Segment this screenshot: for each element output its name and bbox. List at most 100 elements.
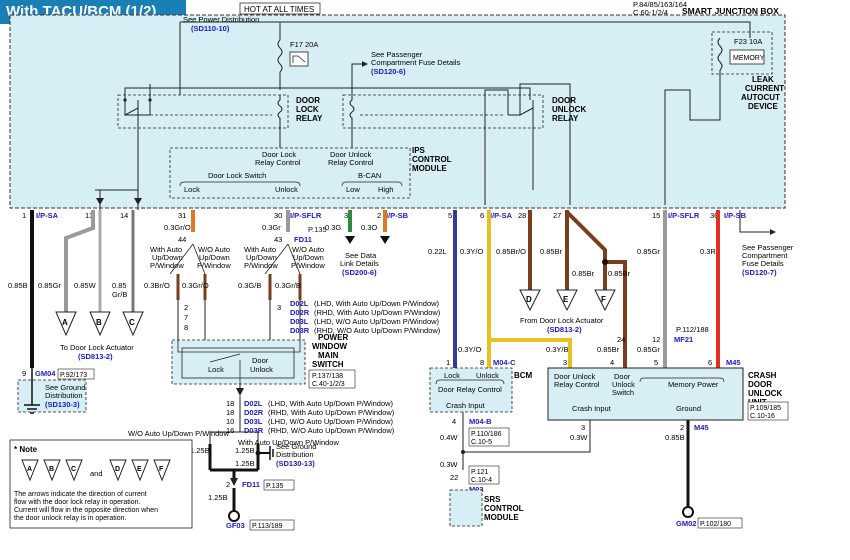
svg-text:Gr/B: Gr/B bbox=[112, 290, 127, 299]
svg-text:(RHD, W/O Auto Up/Down P/Windo: (RHD, W/O Auto Up/Down P/Window) bbox=[314, 326, 441, 335]
dur-3: RELAY bbox=[552, 114, 579, 123]
door-lock-relay bbox=[117, 94, 289, 129]
w-085gr3: 0.85Gr bbox=[637, 345, 660, 354]
see-ground-ref: (SD130-3) bbox=[45, 400, 80, 409]
power-window-main-switch bbox=[171, 339, 306, 385]
svg-text:C: C bbox=[71, 466, 76, 473]
svg-text:(LHD, With Auto Up/Down P/Wind: (LHD, With Auto Up/Down P/Window) bbox=[268, 399, 394, 408]
sjb-label: SMART JUNCTION BOX bbox=[682, 6, 779, 16]
gm02: GM02 bbox=[676, 519, 696, 528]
svg-text:and: and bbox=[90, 469, 103, 478]
svg-text:0.3Gr: 0.3Gr bbox=[262, 223, 281, 232]
svg-text:18: 18 bbox=[226, 399, 234, 408]
svg-text:(LHD, W/O Auto Up/Down P/Windo: (LHD, W/O Auto Up/Down P/Window) bbox=[314, 317, 440, 326]
svg-text:1: 1 bbox=[22, 211, 26, 220]
cd-p5: 5 bbox=[654, 358, 658, 367]
srs-module bbox=[449, 489, 483, 527]
with-auto-label: With Auto Up/Down P/Window bbox=[238, 438, 339, 447]
see-pass-ref: (SD120-6) bbox=[371, 67, 406, 76]
svg-text:P/Window: P/Window bbox=[244, 261, 278, 270]
pin-nums-lower: 18 18 10 16 bbox=[226, 399, 234, 435]
see-power-ref: (SD110-10) bbox=[191, 24, 230, 33]
svg-text:(RHD, With Auto Up/Down P/Wind: (RHD, With Auto Up/Down P/Window) bbox=[314, 308, 441, 317]
see-power: See Power Distribution bbox=[183, 15, 259, 24]
svg-text:W/O Auto: W/O Auto bbox=[292, 245, 324, 254]
dur-switch bbox=[507, 100, 534, 120]
svg-text:D: D bbox=[115, 466, 120, 473]
bcm-p8: 8 bbox=[480, 358, 484, 367]
sjb-ref1: P.84/85/163/164 bbox=[633, 0, 687, 9]
gm04: GM04 bbox=[35, 369, 56, 378]
svg-text:F: F bbox=[159, 466, 164, 473]
pass-fuse-arrow-line bbox=[351, 63, 362, 95]
svg-text:43: 43 bbox=[274, 235, 282, 244]
cd-3b: 3 bbox=[581, 423, 585, 432]
svg-text:Up/Down: Up/Down bbox=[246, 253, 277, 262]
cd-1: Door Unlock bbox=[554, 372, 596, 381]
svg-text:D03R: D03R bbox=[290, 326, 310, 335]
pin-nums-mid: 2 7 8 3 bbox=[184, 303, 281, 332]
window-icon bbox=[292, 55, 306, 63]
svg-text:(SD200-6): (SD200-6) bbox=[342, 268, 377, 277]
note-2: flow with the door lock relay in operati… bbox=[14, 499, 141, 506]
w-03gb: 0.3G/B bbox=[238, 281, 261, 290]
dlr-switch bbox=[124, 100, 151, 120]
svg-text:W/O Auto: W/O Auto bbox=[198, 245, 230, 254]
svg-text:P.135: P.135 bbox=[308, 225, 327, 234]
pwm-unlock: Unlock bbox=[250, 365, 273, 374]
hot-label-box bbox=[239, 2, 321, 15]
wire-brown-3 bbox=[565, 210, 607, 290]
pin-row: 1 I/P-SA 13 14 31 30 I/P-SFLR 3 2 I/P-SB… bbox=[22, 211, 747, 220]
svg-text:2: 2 bbox=[377, 211, 381, 220]
dlr-1: DOOR bbox=[296, 96, 320, 105]
svg-text:A: A bbox=[62, 318, 68, 327]
svg-text:Up/Down: Up/Down bbox=[152, 253, 183, 262]
svg-text:0.3Gr/O: 0.3Gr/O bbox=[164, 223, 191, 232]
w085b2: 0.85B bbox=[665, 433, 685, 442]
memory-label: MEMORY bbox=[733, 55, 765, 62]
srs-2: CONTROL bbox=[484, 504, 524, 513]
note-3: Current will flow in the opposite direct… bbox=[14, 507, 158, 514]
svg-text:(LHD, W/O Auto Up/Down P/Windo: (LHD, W/O Auto Up/Down P/Window) bbox=[268, 417, 394, 426]
svg-text:27: 27 bbox=[553, 211, 561, 220]
see-pass-ref2: (SD120-7) bbox=[742, 268, 777, 277]
svg-text:D02L: D02L bbox=[244, 399, 263, 408]
svg-text:D03R: D03R bbox=[244, 426, 264, 435]
ips-2: CONTROL bbox=[412, 155, 452, 164]
svg-text:0.85B: 0.85B bbox=[8, 281, 28, 290]
gf03: GF03 bbox=[226, 521, 245, 530]
hot-label: HOT AT ALL TIMES bbox=[244, 5, 314, 14]
w-03gbl: 0.3Gr/B bbox=[275, 281, 301, 290]
see-ground: See Ground bbox=[45, 383, 85, 392]
svg-text:D03L: D03L bbox=[244, 417, 263, 426]
svg-text:FD11: FD11 bbox=[294, 235, 312, 244]
svg-text:0.85Br: 0.85Br bbox=[572, 269, 595, 278]
dur-1: DOOR bbox=[552, 96, 576, 105]
svg-text:(RHD, W/O Auto Up/Down P/Windo: (RHD, W/O Auto Up/Down P/Window) bbox=[268, 426, 395, 435]
svg-text:0.85: 0.85 bbox=[112, 281, 127, 290]
fuse-f23 bbox=[717, 37, 723, 71]
m45b: M45 bbox=[694, 423, 709, 432]
dlr-2: LOCK bbox=[296, 105, 319, 114]
svg-text:I/P-SB: I/P-SB bbox=[386, 211, 409, 220]
dls-unlock: Unlock bbox=[275, 185, 298, 194]
svg-text:I/P-SB: I/P-SB bbox=[724, 211, 747, 220]
connector-labels-top: D02L (LHD, With Auto Up/Down P/Window) D… bbox=[290, 299, 441, 335]
see-pass3: See Passenger bbox=[742, 243, 794, 252]
memory-box bbox=[711, 31, 773, 75]
bcm-unlock: Unlock bbox=[476, 371, 499, 380]
bcan-label: B-CAN bbox=[358, 171, 381, 180]
from-dla-ref: (SD813-2) bbox=[547, 325, 582, 334]
cd-2b: 2 bbox=[680, 423, 684, 432]
pwm-2: WINDOW bbox=[312, 342, 348, 351]
svg-text:0.3O: 0.3O bbox=[361, 223, 377, 232]
m03: M03 bbox=[469, 485, 484, 494]
cd-p6: 6 bbox=[708, 358, 712, 367]
svg-text:A: A bbox=[27, 466, 32, 473]
gm04-ref: P.92/173 bbox=[60, 372, 87, 379]
svg-text:3: 3 bbox=[344, 211, 348, 220]
bcm-lock: Lock bbox=[444, 371, 460, 380]
dls-label: Door Lock Switch bbox=[208, 171, 266, 180]
cd-ref1: P.109/185 bbox=[750, 405, 781, 412]
